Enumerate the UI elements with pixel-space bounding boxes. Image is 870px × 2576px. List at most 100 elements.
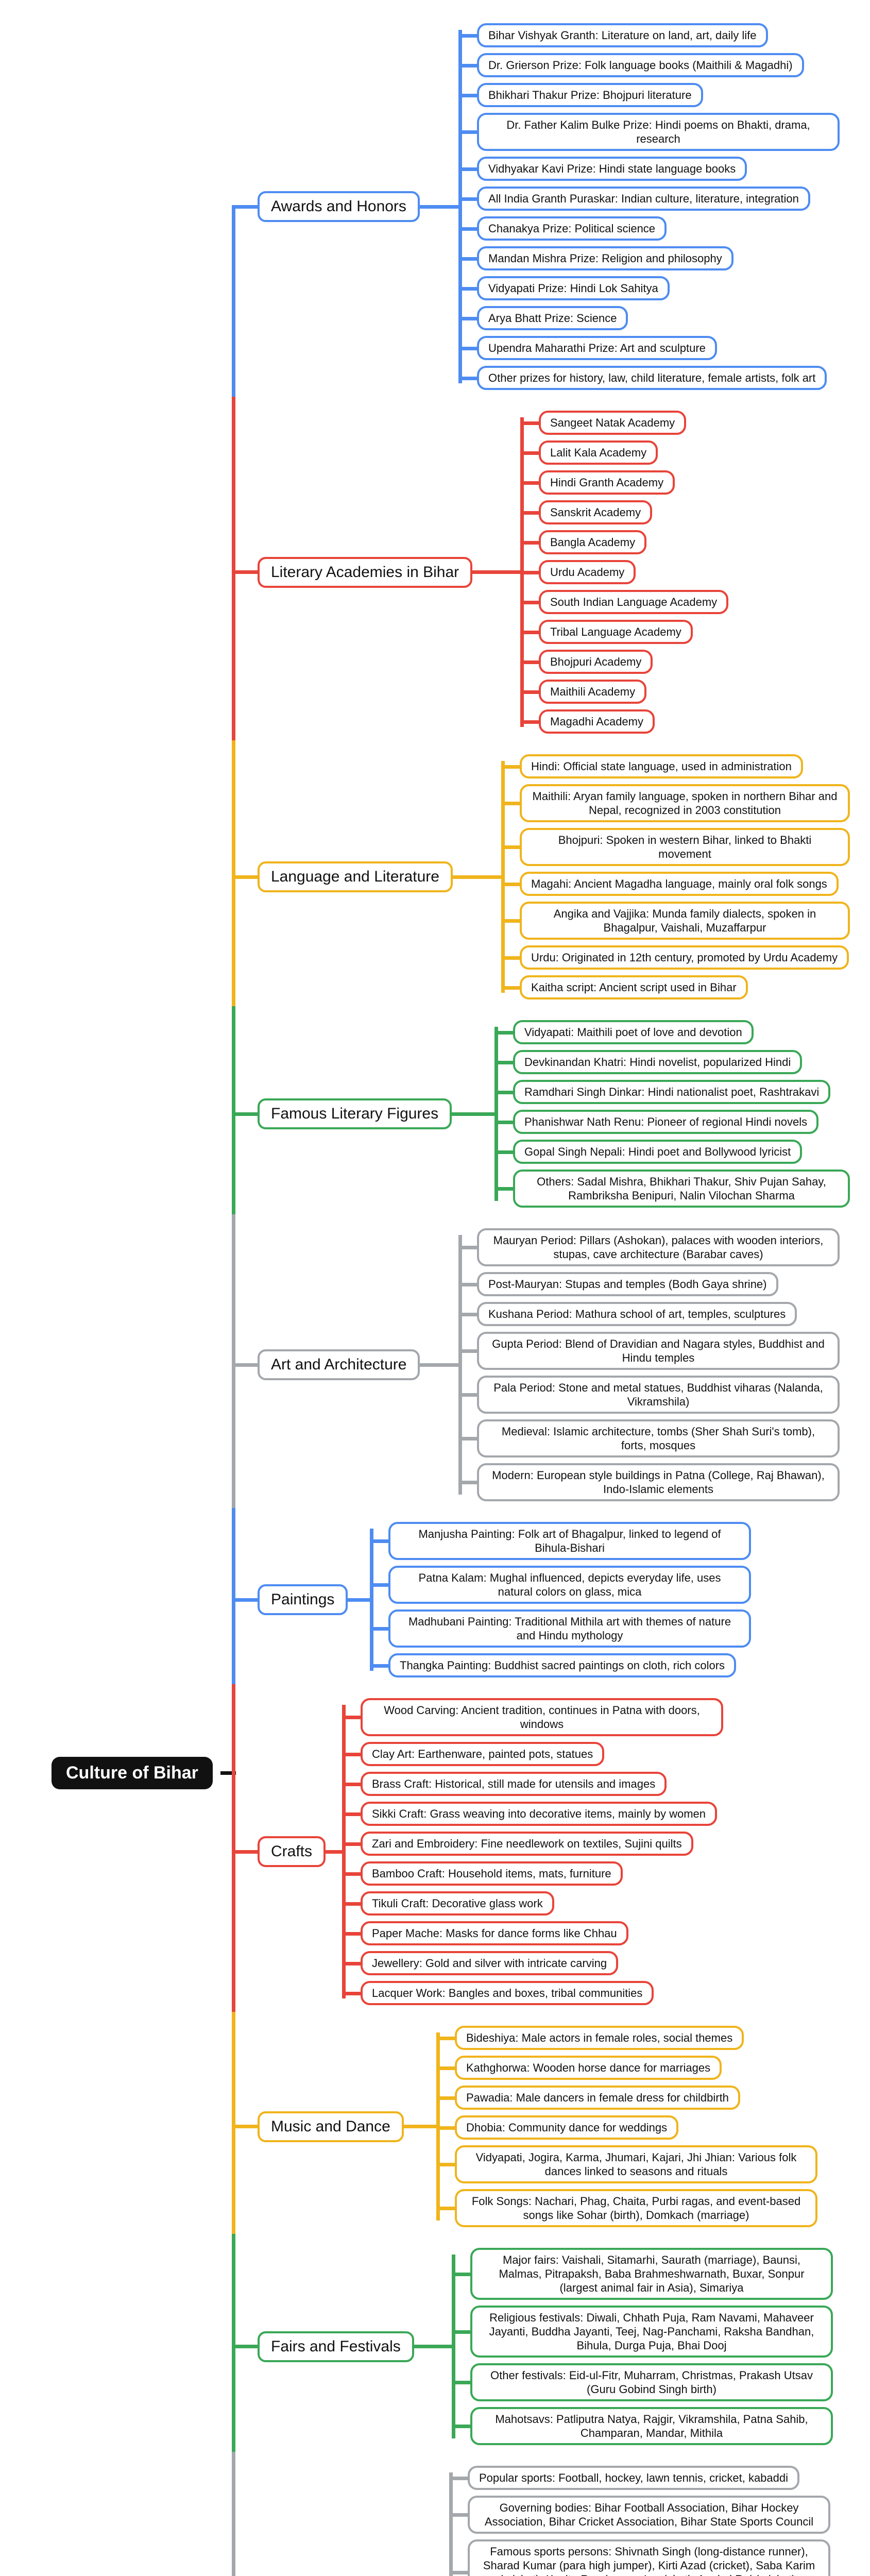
branch-to-children-line — [452, 875, 501, 879]
root-node: Culture of Bihar — [52, 1757, 213, 1789]
branch-label: Fairs and Festivals — [258, 2331, 414, 2362]
branch-children: Bihar Vishyak Granth: Literature on land… — [458, 16, 850, 397]
branch-label: Art and Architecture — [258, 1349, 420, 1380]
child-node: Bideshiya: Male actors in female roles, … — [436, 2026, 744, 2050]
child-node: Jewellery: Gold and silver with intricat… — [342, 1951, 619, 1975]
child-node: Medieval: Islamic architecture, tombs (S… — [458, 1419, 840, 1458]
branch-connector-line — [232, 1363, 258, 1367]
child-node: Vidyapati, Jogira, Karma, Jhumari, Kajar… — [436, 2145, 817, 2183]
branch-label-column: Fairs and Festivals — [232, 2331, 452, 2362]
branch-to-children-line — [452, 1112, 494, 1116]
branch-label: Famous Literary Figures — [258, 1098, 452, 1129]
child-node: Thangka Painting: Buddhist sacred painti… — [369, 1653, 737, 1677]
child-node: Patna Kalam: Mughal influenced, depicts … — [370, 1566, 751, 1604]
branch-label-column: Famous Literary Figures — [232, 1098, 494, 1129]
branch-label: Language and Literature — [258, 861, 453, 892]
branch: Sports and AwardsPopular sports: Footbal… — [232, 2452, 850, 2576]
branch: Famous Literary Figures Vidyapati: Maithi… — [232, 1006, 850, 1222]
child-node: Madhubani Painting: Traditional Mithila … — [370, 1609, 751, 1648]
child-node: Famous sports persons: Shivnath Singh (l… — [449, 2539, 830, 2576]
child-node: Bhojpuri Academy — [520, 650, 653, 674]
child-node: Upendra Maharathi Prize: Art and sculptu… — [458, 336, 717, 360]
child-node: Bhikhari Thakur Prize: Bhojpuri literatu… — [458, 83, 703, 107]
branch-label: Music and Dance — [258, 2111, 404, 2142]
child-node: Brass Craft: Historical, still made for … — [342, 1772, 667, 1796]
child-node: Wood Carving: Ancient tradition, continu… — [342, 1698, 723, 1736]
branch-label: Literary Academies in Bihar — [258, 556, 473, 588]
child-node: Ramdhari Singh Dinkar: Hindi nationalist… — [494, 1080, 831, 1104]
child-node: Vidyapati Prize: Hindi Lok Sahitya — [458, 276, 670, 300]
branch-children: Manjusha Painting: Folk art of Bhagalpur… — [369, 1515, 850, 1684]
child-node: Mahotsavs: Patliputra Natya, Rajgir, Vik… — [452, 2407, 833, 2445]
child-node: Lalit Kala Academy — [520, 440, 658, 465]
branch-children: Wood Carving: Ancient tradition, continu… — [342, 1691, 850, 2012]
branch-label-column: Language and Literature — [232, 861, 501, 892]
branch-label: Awards and Honors — [258, 191, 420, 222]
child-node: Religious festivals: Diwali, Chhath Puja… — [452, 2306, 833, 2358]
child-node: Magadhi Academy — [520, 709, 655, 734]
child-node: Others: Sadal Mishra, Bhikhari Thakur, S… — [494, 1170, 850, 1208]
branch-children: Major fairs: Vaishali, Sitamarhi, Saurat… — [452, 2241, 850, 2452]
child-node: Magahi: Ancient Magadha language, mainly… — [501, 872, 839, 896]
branch-label-column: Awards and Honors — [232, 191, 458, 222]
child-node: Urdu Academy — [520, 560, 636, 584]
branch: Literary Academies in Bihar Sangeet Natak… — [232, 397, 850, 748]
branch-label: Paintings — [258, 1584, 348, 1615]
child-node: Sikki Craft: Grass weaving into decorati… — [342, 1802, 718, 1826]
branch-to-children-line — [420, 1363, 458, 1367]
child-node: Major fairs: Vaishali, Sitamarhi, Saurat… — [452, 2248, 833, 2300]
child-node: Lacquer Work: Bangles and boxes, tribal … — [342, 1981, 654, 2005]
branch-label-column: Art and Architecture — [232, 1349, 458, 1380]
child-node: Zari and Embroidery: Fine needlework on … — [342, 1832, 693, 1856]
branch-to-children-line — [414, 2345, 452, 2348]
branch-children: Hindi: Official state language, used in … — [501, 748, 850, 1006]
branch-connector-line — [232, 1598, 258, 1602]
branch: Fairs and Festivals Major fairs: Vaishali… — [232, 2234, 850, 2459]
child-node: Mauryan Period: Pillars (Ashokan), palac… — [458, 1228, 840, 1266]
child-node: Maithili Academy — [520, 680, 647, 704]
child-node: Pala Period: Stone and metal statues, Bu… — [458, 1376, 840, 1414]
child-node: Chanakya Prize: Political science — [458, 216, 667, 241]
child-node: Dr. Father Kalim Bulke Prize: Hindi poem… — [458, 113, 840, 151]
child-node: Bihar Vishyak Granth: Literature on land… — [458, 23, 768, 47]
child-node: Angika and Vajjika: Munda family dialect… — [501, 902, 850, 940]
child-node: Other festivals: Eid-ul-Fitr, Muharram, … — [452, 2363, 833, 2401]
child-node: Urdu: Originated in 12th century, promot… — [501, 945, 849, 970]
branch-to-children-line — [419, 205, 458, 209]
child-node: Maithili: Aryan family language, spoken … — [501, 784, 850, 822]
root-connector-line — [220, 1771, 236, 1775]
child-node: Gupta Period: Blend of Dravidian and Nag… — [458, 1332, 840, 1370]
branch-to-children-line — [403, 2125, 436, 2128]
child-node: Post-Mauryan: Stupas and temples (Bodh G… — [458, 1272, 778, 1296]
child-node: Pawadia: Male dancers in female dress fo… — [436, 2086, 740, 2110]
branch: Paintings Manjusha Painting: Folk art of … — [232, 1508, 850, 1691]
child-node: Tikuli Craft: Decorative glass work — [342, 1891, 554, 1916]
child-node: Kaitha script: Ancient script used in Bi… — [501, 975, 748, 999]
child-node: Bhojpuri: Spoken in western Bihar, linke… — [501, 828, 850, 866]
branch-to-children-line — [348, 1598, 370, 1602]
child-node: Other prizes for history, law, child lit… — [458, 366, 827, 390]
child-node: South Indian Language Academy — [520, 590, 729, 614]
branch: Art and Architecture Mauryan Period: Pill… — [232, 1214, 850, 1515]
child-node: Paper Mache: Masks for dance forms like … — [342, 1921, 628, 1945]
branch-label-column: Literary Academies in Bihar — [232, 556, 520, 588]
child-node: Vidyapati: Maithili poet of love and dev… — [494, 1020, 754, 1044]
branch-label-column: Music and Dance — [232, 2111, 436, 2142]
child-node: Gopal Singh Nepali: Hindi poet and Bolly… — [494, 1140, 803, 1164]
child-node: Hindi Granth Academy — [520, 470, 675, 495]
child-node: Manjusha Painting: Folk art of Bhagalpur… — [370, 1522, 751, 1560]
branch-connector-line — [232, 1850, 258, 1854]
branch-connector-line — [232, 1112, 258, 1116]
branch-to-children-line — [326, 1850, 342, 1854]
branch: Awards and Honors Bihar Vishyak Granth: L… — [232, 16, 850, 404]
branch-connector-line — [232, 570, 258, 574]
child-node: Vidhyakar Kavi Prize: Hindi state langua… — [458, 157, 747, 181]
child-node: Bamboo Craft: Household items, mats, fur… — [342, 1861, 623, 1886]
branch-children: Vidyapati: Maithili poet of love and dev… — [494, 1013, 850, 1214]
branch-label-column: Paintings — [232, 1584, 370, 1615]
branch-connector-line — [232, 2125, 258, 2128]
child-node: Folk Songs: Nachari, Phag, Chaita, Purbi… — [436, 2189, 817, 2227]
branch: Music and Dance Bideshiya: Male actors in… — [232, 2012, 850, 2241]
